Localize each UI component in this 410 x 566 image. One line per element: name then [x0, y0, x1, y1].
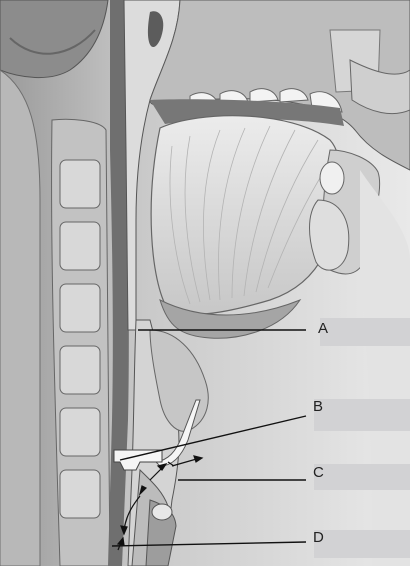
vertebra	[60, 160, 100, 208]
answer-box-a	[320, 318, 410, 346]
vertebra	[60, 470, 100, 518]
posterior-neck-tissue	[0, 70, 40, 566]
answer-box-c	[314, 464, 410, 490]
cervical-spine	[52, 119, 110, 566]
answer-box-d	[314, 530, 410, 558]
vertebra	[60, 284, 100, 332]
label-a: A	[318, 320, 328, 337]
label-b: B	[313, 398, 323, 415]
label-c: C	[313, 464, 324, 481]
answer-box-b	[314, 399, 410, 431]
vertebra	[60, 346, 100, 394]
vertebra	[60, 222, 100, 270]
cricoid-ring	[152, 504, 172, 520]
vertebra	[60, 408, 100, 456]
label-d: D	[313, 529, 324, 546]
lower-incisor	[320, 162, 344, 194]
